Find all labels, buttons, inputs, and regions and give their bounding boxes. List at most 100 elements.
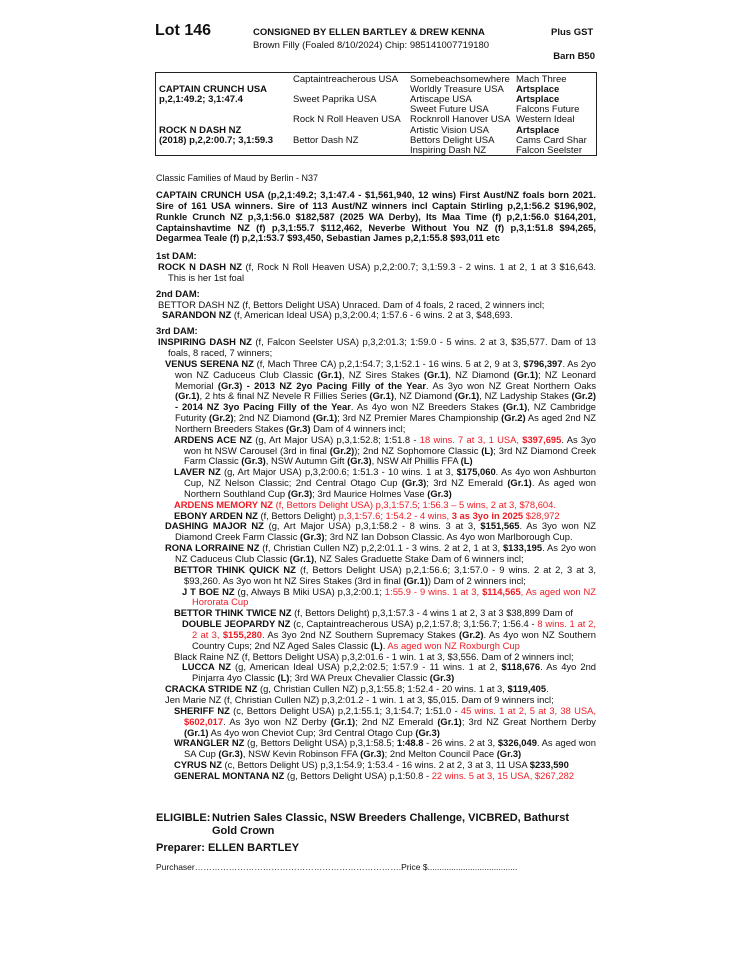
entry-text: (Gr.1) bbox=[403, 574, 428, 586]
entry-text: $28,972 bbox=[523, 509, 560, 521]
entry-text: LUCCA NZ bbox=[182, 661, 231, 673]
pedigree-entry: CRACKA STRIDE NZ (g, Christian Cullen NZ… bbox=[156, 683, 596, 695]
pedigree-entry: VENUS SERENA NZ (f, Mach Three CA) p,2,1… bbox=[156, 357, 597, 435]
entry-text: (L) bbox=[370, 639, 383, 651]
pedigree-entry: GENERAL MONTANA NZ (g, Bettors Delight U… bbox=[156, 769, 596, 782]
entry-text: $155,280 bbox=[222, 628, 262, 640]
entry-text: , NZ Ladyship Stakes bbox=[479, 390, 572, 402]
entry-text: (g, Art Major USA) p,3,2:00.6; 1:51.3 - … bbox=[220, 466, 457, 478]
pedigree-entry: LAVER NZ (g, Art Major USA) p,3,2:00.6; … bbox=[156, 466, 596, 500]
entry-text: ; 2nd NZ Emerald bbox=[355, 715, 438, 727]
entry-text: (g, Christian Cullen NZ) p,3,1:55.8; 1:5… bbox=[257, 683, 508, 695]
entry-text: (Gr.3) bbox=[415, 726, 440, 738]
pedigree-cell: Cams Card Shar bbox=[516, 134, 587, 146]
pedigree-cell: Bettor Dash NZ bbox=[293, 134, 359, 146]
section-heading: 3rd DAM: bbox=[156, 325, 198, 337]
entry-text: BETTOR THINK QUICK NZ bbox=[174, 563, 296, 575]
eligible-label: ELIGIBLE: bbox=[156, 812, 211, 824]
pedigree-cell: Artsplace bbox=[516, 94, 560, 106]
pedigree-cell: Falcon Seelster bbox=[516, 144, 583, 156]
entry-text: RONA LORRAINE NZ bbox=[165, 542, 260, 554]
entry-text: ; 3rd Maurice Holmes Vase bbox=[312, 487, 428, 499]
entry-text: (Gr.3) bbox=[300, 531, 325, 543]
entry-text: (Gr.3) bbox=[218, 748, 243, 760]
pedigree-table: Captaintreacherous USA Somebeachsomewhere… bbox=[155, 72, 597, 156]
entry-text: ; 3rd NZ Great Northern Derby bbox=[461, 715, 596, 727]
pedigree-cell: Somebeachsomewhere bbox=[410, 74, 510, 85]
entry-text: (g, Bettors Delight USA) p,1:50.8 - bbox=[284, 769, 432, 781]
entry-text: (Gr.1) bbox=[317, 368, 342, 380]
pedigree-cell: Sweet Paprika USA bbox=[293, 94, 377, 106]
entry-text: (Gr.3) bbox=[347, 455, 372, 467]
entry-text: ARDENS ACE NZ bbox=[174, 433, 253, 445]
entry-text: , NSW Kevin Robinson FFA bbox=[242, 748, 361, 760]
barn-number: Barn B50 bbox=[553, 51, 595, 62]
entry-text: . bbox=[382, 639, 388, 651]
entry-text: . As 3yo won NZ Diamond Creek Farm Class… bbox=[175, 520, 596, 543]
entry-text: $119,405 bbox=[507, 683, 547, 695]
entry-text: (Gr.3) bbox=[286, 422, 311, 434]
entry-text: ); 2nd NZ Sophomore Classic bbox=[354, 444, 482, 456]
pedigree-entry: WRANGLER NZ (g, Bettors Delight USA) p,3… bbox=[156, 737, 596, 760]
entry-text: (g, American Ideal USA) p,2,2:02.5; 1:57… bbox=[230, 661, 502, 673]
pedigree-cell: Artsplace bbox=[516, 124, 560, 136]
entry-text: (L) bbox=[277, 672, 290, 684]
entry-text: As 4yo won Cheviot Cup; 3rd Central Otag… bbox=[208, 726, 416, 738]
pedigree-cell: Captaintreacherous USA bbox=[293, 74, 399, 85]
pedigree-cell: Worldly Treasure USA bbox=[410, 84, 504, 96]
entry-text: (f, American Ideal USA) p,3,2:00.4; 1:57… bbox=[231, 309, 513, 321]
entry-text: , NZ Sires Stakes bbox=[341, 368, 424, 380]
entry-text: (f, Bettors Delight USA) p,2,1:56.6; 3,1… bbox=[184, 563, 596, 586]
pedigree-cell: p,2,1:49.2; 3,1:47.4 bbox=[159, 94, 243, 106]
entry-text: INSPIRING DASH NZ bbox=[158, 336, 252, 348]
entry-text: (Gr.2) bbox=[458, 628, 484, 640]
dam-sections: 1st DAM:ROCK N DASH NZ (f, Rock N Roll H… bbox=[156, 250, 597, 782]
price-field: Price $.................................… bbox=[401, 862, 518, 872]
pedigree-row: p,2,1:49.2; 3,1:47.4 Sweet Paprika USA Art… bbox=[156, 94, 596, 106]
pedigree-entry: BETTOR DASH NZ (f, Bettors Delight USA) … bbox=[156, 299, 596, 311]
pedigree-entry: EBONY ARDEN NZ (f, Bettors Delight) p,3,… bbox=[156, 509, 596, 522]
entry-text: 18 wins. 7 at 3, 1 USA, bbox=[419, 433, 523, 445]
entry-text: CYRUS NZ bbox=[174, 759, 222, 771]
entry-text: . As 2yo won NZ Caduceus Club Classic bbox=[175, 542, 596, 564]
sire-note: CAPTAIN CRUNCH USA (p,2,1:49.2; 3,1:47.4… bbox=[156, 189, 596, 244]
entry-text: ; 3rd NZ Premier Mares Championship bbox=[337, 412, 502, 424]
entry-text: (f, Mach Three CA) p,2,1:54.7; 3,1:52.1 … bbox=[253, 357, 524, 369]
entry-text: . As 3yo won NZ Great Northern Oaks bbox=[426, 379, 597, 391]
entry-text: . As aged won SA Cup bbox=[184, 737, 596, 760]
entry-text: (f, Bettors Delight USA) p,3,1:57.5; 1:5… bbox=[272, 498, 556, 510]
entry-text: (Gr.3) bbox=[429, 672, 455, 684]
entry-text: LAVER NZ bbox=[174, 466, 221, 478]
entry-text: 22 wins. 5 at 3, 15 USA, $267,282 bbox=[431, 769, 575, 781]
entry-text: (Gr.3) bbox=[401, 477, 427, 489]
entry-text: (Gr.1) bbox=[513, 368, 539, 380]
entry-text: (L) bbox=[460, 455, 473, 467]
entry-text: . As 4yo won Ashburton Cup, NZ Nelson Cl… bbox=[184, 466, 596, 489]
entry-text: 1:55.9 - 9 wins. 1 at 3, bbox=[384, 585, 483, 597]
entry-text: $133,195 bbox=[502, 542, 543, 554]
pedigree-cell: Mach Three bbox=[516, 74, 567, 85]
entry-text: , NSW Alf Phillis FFA bbox=[371, 455, 461, 467]
entry-text: ; 2nd Melton Council Pace bbox=[384, 748, 497, 760]
entry-text: As aged won NZ Roxburgh Cup bbox=[387, 639, 520, 651]
pedigree-entry: CYRUS NZ (c, Bettors Delight US) p,3,1:5… bbox=[156, 759, 596, 771]
pedigree-entry: DOUBLE JEOPARDY NZ (c, Captaintreacherou… bbox=[156, 618, 597, 652]
pedigree-cell: Artsplace bbox=[516, 84, 560, 96]
pedigree-row: Captaintreacherous USA Somebeachsomewhere… bbox=[156, 74, 596, 85]
entry-text: ; 3rd NZ Ian Dobson Classic. As 4yo won … bbox=[324, 531, 573, 543]
eligibility: ELIGIBLE:Nutrien Sales Classic, NSW Bree… bbox=[156, 812, 596, 837]
lot-number: Lot 146 bbox=[155, 22, 212, 39]
entry-text: EBONY ARDEN NZ bbox=[174, 509, 258, 521]
entry-text: (Gr.3) bbox=[360, 748, 385, 760]
entry-text: (Gr.1) bbox=[502, 401, 528, 413]
entry-text: 8 wins. 1 at 2, 2 at 3, bbox=[192, 618, 597, 640]
pedigree-cell: Rocknroll Hanover USA bbox=[410, 114, 511, 126]
entry-text: (Gr.1) bbox=[184, 726, 209, 738]
entry-text: (Gr.1) bbox=[507, 477, 532, 489]
consignor: CONSIGNED BY ELLEN BARTLEY & DREW KENNA bbox=[253, 27, 485, 38]
entry-text: (Gr.1) bbox=[289, 553, 315, 564]
pedigree-entry: BETTOR THINK QUICK NZ (f, Bettors Deligh… bbox=[156, 563, 596, 587]
horse-description: Brown Filly (Foaled 8/10/2024) Chip: 985… bbox=[253, 40, 490, 51]
